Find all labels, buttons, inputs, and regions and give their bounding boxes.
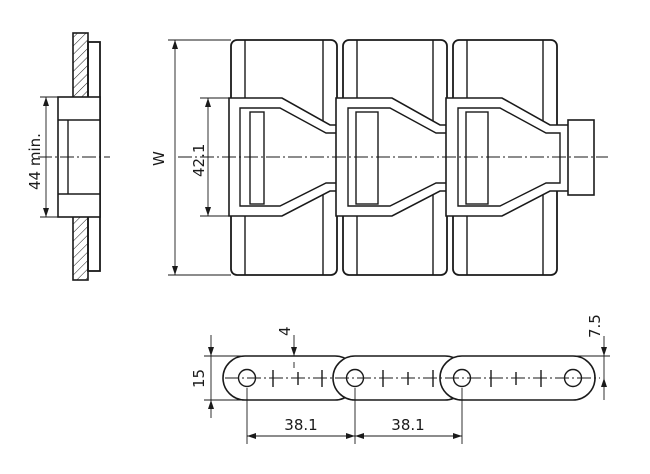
dimension-4-label: 4 [276,326,294,336]
link-1-pin-block [249,111,265,205]
dimension-15: 15 [190,335,245,418]
chain-top-view [178,39,608,276]
link-3-pin-block [465,111,489,205]
end-pin [567,119,595,196]
dimension-42-1: 42.1 [190,97,229,217]
dimension-w-label: W [150,151,168,166]
dimension-44-min-label: 44 min. [26,133,44,190]
chain-side-view [222,355,600,401]
dimension-42-1-label: 42.1 [190,144,208,177]
link-2-pin-block [355,111,379,205]
dimension-pitch-2-label: 38.1 [391,416,424,434]
dimension-4: 4 [276,326,297,368]
dimension-pitch: 38.1 38.1 [246,388,463,444]
side-section-view [38,32,110,281]
dimension-w: W [150,39,231,276]
dimension-15-label: 15 [190,369,208,388]
dimension-44-min: 44 min. [26,96,58,218]
dimension-pitch-1-label: 38.1 [284,416,317,434]
dimension-7-5-label: 7.5 [586,314,604,338]
dimension-7-5: 7.5 [573,314,610,400]
